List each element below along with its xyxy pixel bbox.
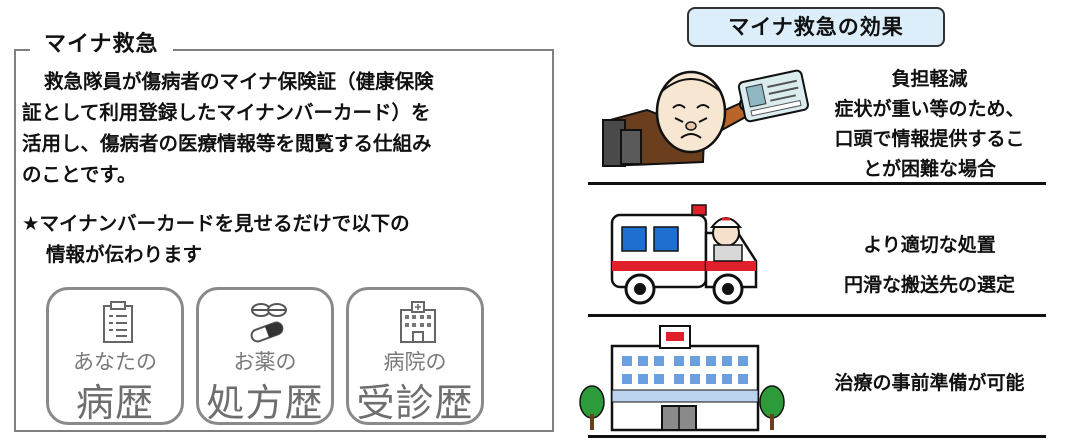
effect-line: 円滑な搬送先の選定 xyxy=(843,274,1015,296)
effects-title: マイナ救急の効果 xyxy=(687,7,945,47)
card-small-label: 病院の xyxy=(383,350,447,374)
medical-history-card: あなたの 病歴 xyxy=(46,287,184,425)
description: 救急隊員が傷病者のマイナ保険証（健康保険 証として利用登録したマイナンバーカード… xyxy=(22,66,542,190)
hospital-visit-history-card: 病院の 受診歴 xyxy=(346,287,484,425)
prescription-history-card: お薬の 処方歴 xyxy=(196,287,334,425)
hospital-building-icon xyxy=(349,300,481,344)
patient-with-card-icon xyxy=(595,62,810,180)
panel-title: マイナ救急 xyxy=(30,26,173,58)
effect-2-text: より適切な処置 円滑な搬送先の選定 xyxy=(812,225,1047,305)
effect-line: 治療の事前準備が可能 xyxy=(834,372,1025,394)
hospital-icon xyxy=(578,322,808,434)
separator xyxy=(588,182,1046,185)
star-note-line: ★マイナンバーカードを見せるだけで以下の xyxy=(22,212,410,235)
effect-line: とが困難な場合 xyxy=(862,158,996,180)
clipboard-icon xyxy=(49,300,181,344)
description-line: のことです。 xyxy=(22,163,137,186)
description-line: 活用し、傷病者の医療情報等を閲覧する仕組み xyxy=(22,132,432,155)
mina-kyukyu-panel xyxy=(14,49,554,432)
separator xyxy=(588,314,1046,317)
effect-line: 口頭で情報提供するこ xyxy=(834,128,1025,150)
card-big-label: 処方歴 xyxy=(206,381,324,425)
description-line: 証として利用登録したマイナンバーカード）を xyxy=(22,101,431,124)
effect-heading: 負担軽減 xyxy=(891,68,968,90)
description-line: 救急隊員が傷病者のマイナ保険証（健康保険 xyxy=(44,70,434,93)
card-small-label: あなたの xyxy=(73,350,157,374)
effect-line: より適切な処置 xyxy=(863,234,996,256)
card-big-label: 病歴 xyxy=(75,381,154,425)
card-big-label: 受診歴 xyxy=(356,381,474,425)
effect-line: 症状が重い等のため、 xyxy=(834,98,1025,120)
pills-icon xyxy=(199,300,331,344)
separator xyxy=(588,435,1046,438)
ambulance-icon xyxy=(610,203,760,307)
star-note: ★マイナンバーカードを見せるだけで以下の 情報が伝わります xyxy=(22,208,542,270)
card-small-label: お薬の xyxy=(233,350,297,374)
effect-1-text: 負担軽減 症状が重い等のため、 口頭で情報提供するこ とが困難な場合 xyxy=(812,64,1047,184)
star-note-line: 情報が伝わります xyxy=(46,243,203,266)
effect-3-text: 治療の事前準備が可能 xyxy=(812,368,1047,398)
